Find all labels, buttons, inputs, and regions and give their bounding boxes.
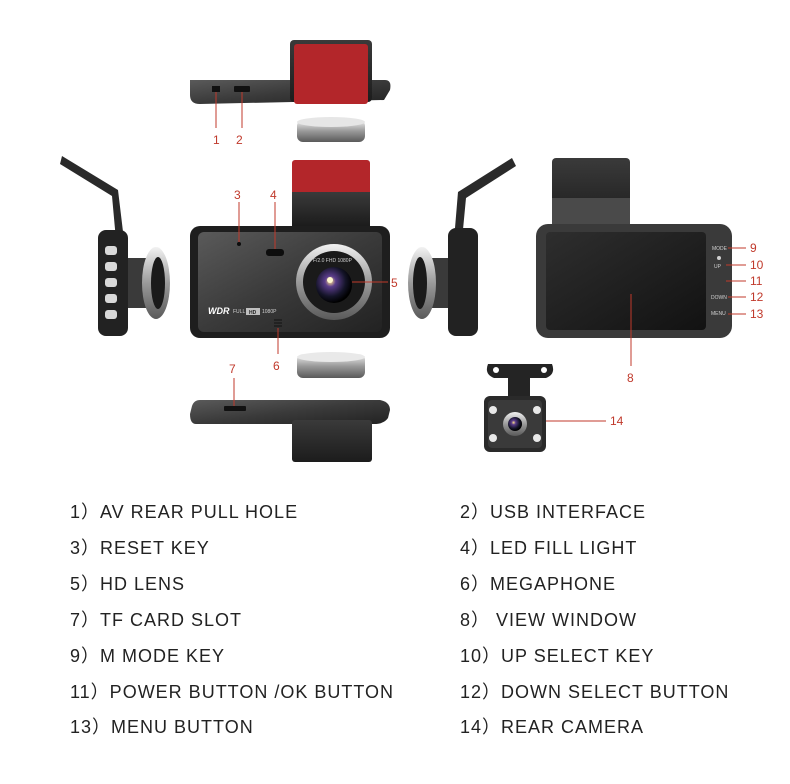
callout-9: 9	[750, 241, 757, 255]
left-bracket	[60, 156, 124, 240]
callout-10: 10	[750, 258, 764, 272]
back-view: MODE UP DOWN MENU 9 10 11 12 13 8	[536, 158, 764, 385]
brand-wdr: WDR	[208, 306, 230, 316]
brand-hd: HD	[249, 310, 257, 316]
callout-3: 3	[234, 188, 241, 202]
rear-camera-leds	[489, 406, 541, 442]
view-window	[546, 232, 706, 330]
legend-item-14: 14）REAR CAMERA	[460, 717, 645, 737]
tf-card-slot	[224, 406, 246, 411]
back-buttons: MODE UP DOWN MENU	[711, 246, 728, 317]
legend-item-10: 10）UP SELECT KEY	[460, 646, 655, 666]
callout-13: 13	[750, 307, 764, 321]
hd-lens	[316, 267, 352, 303]
legend-item-12: 12）DOWN SELECT BUTTON	[460, 682, 730, 702]
button-down-label: DOWN	[711, 295, 727, 301]
callout-5: 5	[391, 276, 398, 290]
button-mode-label: MODE	[712, 246, 728, 252]
brand-full: FULL	[233, 309, 245, 315]
rear-camera-bracket	[486, 364, 554, 396]
callout-14: 14	[610, 414, 624, 428]
dashcam-diagram: 1 2 3 4 F/2.0 FHD 1080P 5 WDR FULL HD 10…	[60, 40, 764, 462]
callout-8: 8	[627, 371, 634, 385]
legend-item-1: 1）AV REAR PULL HOLE	[70, 502, 299, 522]
megaphone-grille	[274, 319, 282, 327]
callout-6: 6	[273, 359, 280, 373]
callout-1: 1	[213, 133, 220, 147]
left-lens-barrel	[128, 258, 146, 308]
legend-item-5: 5）HD LENS	[70, 574, 186, 594]
button-menu-label: MENU	[711, 311, 726, 317]
lens-ring-text: F/2.0 FHD 1080P	[313, 258, 353, 264]
front-mount-adhesive	[292, 160, 370, 196]
led-fill-light	[266, 249, 284, 256]
legend-item-11: 11）POWER BUTTON /OK BUTTON	[70, 682, 395, 702]
av-port	[212, 86, 220, 92]
left-side-view	[60, 156, 170, 336]
top-view-adhesive-pad	[294, 44, 368, 104]
left-side-buttons	[105, 246, 117, 319]
callout-12: 12	[750, 290, 764, 304]
parts-legend: 1）AV REAR PULL HOLE 2）USB INTERFACE 3）RE…	[0, 490, 790, 750]
usb-port	[234, 86, 250, 92]
bottom-mount	[292, 420, 372, 462]
front-view: 3 4 F/2.0 FHD 1080P 5 WDR FULL HD 1080P …	[190, 160, 398, 373]
right-side-view	[408, 158, 516, 336]
right-body	[448, 228, 478, 336]
reset-key-hole	[237, 242, 241, 246]
power-ok-button	[717, 256, 721, 260]
legend-item-6: 6）MEGAPHONE	[460, 574, 617, 594]
callout-11: 11	[750, 274, 763, 288]
legend-item-9: 9）M MODE KEY	[70, 646, 226, 666]
legend-item-4: 4）LED FILL LIGHT	[460, 538, 638, 558]
legend-item-2: 2）USB INTERFACE	[460, 502, 647, 522]
legend-item-7: 7）TF CARD SLOT	[70, 610, 243, 630]
rear-camera: 14	[484, 364, 624, 452]
legend-item-13: 13）MENU BUTTON	[70, 717, 254, 737]
button-up-label: UP	[714, 264, 722, 270]
bottom-view: 7	[190, 352, 390, 462]
callout-4: 4	[270, 188, 277, 202]
front-mount-bracket	[292, 192, 370, 226]
callout-7: 7	[229, 362, 236, 376]
top-view: 1 2	[190, 40, 391, 147]
callout-2: 2	[236, 133, 243, 147]
legend-item-3: 3）RESET KEY	[70, 538, 210, 558]
brand-1080p: 1080P	[262, 309, 277, 315]
legend-item-8: 8） VIEW WINDOW	[460, 610, 637, 630]
right-bracket	[454, 158, 516, 240]
